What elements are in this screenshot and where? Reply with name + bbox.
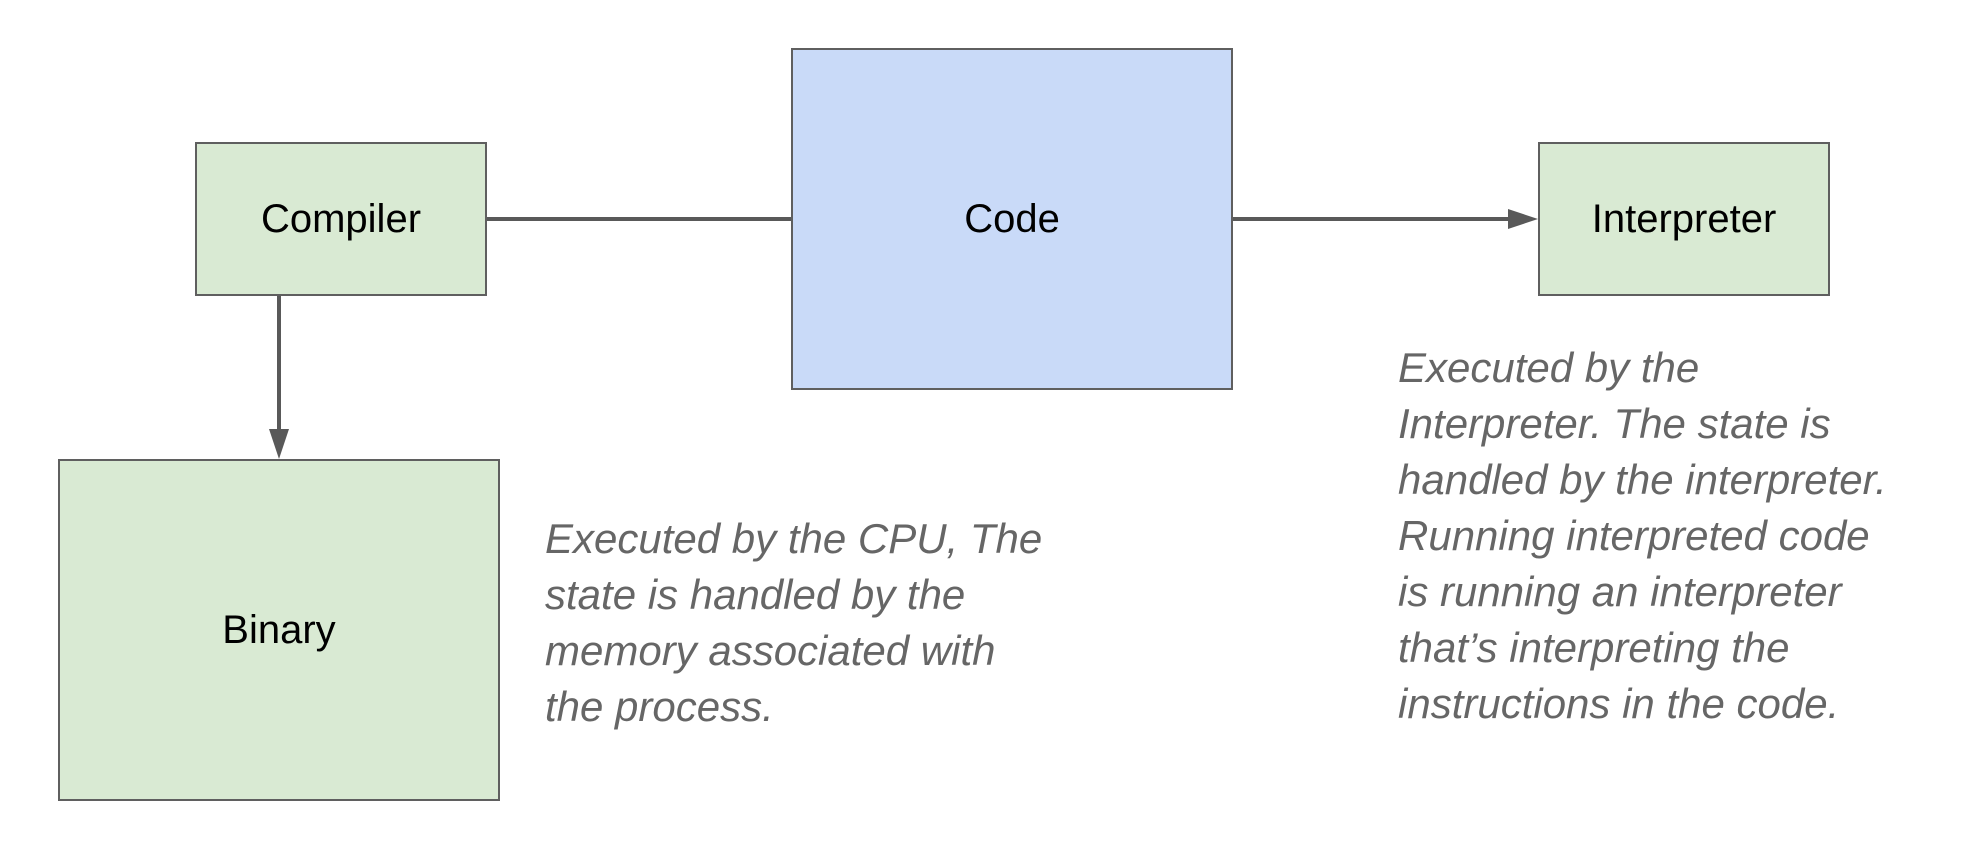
interpreter-label: Interpreter bbox=[1591, 196, 1777, 241]
interpreter-note-line: instructions in the code. bbox=[1398, 680, 1840, 727]
compiler-node: Compiler bbox=[195, 142, 487, 296]
interpreter-note-line: Running interpreted code bbox=[1398, 512, 1870, 559]
arrowhead-binary bbox=[269, 429, 289, 459]
binary-node: Binary bbox=[58, 459, 500, 801]
arrowhead-interpreter bbox=[1508, 209, 1538, 229]
cpu-note-line: Executed by the CPU, The bbox=[545, 515, 1043, 562]
interpreter-note-line: is running an interpreter bbox=[1398, 568, 1842, 615]
code-label: Code bbox=[964, 196, 1060, 241]
interpreter-note-line: Executed by the bbox=[1398, 344, 1700, 391]
cpu-note-line: state is handled by the bbox=[545, 571, 966, 618]
cpu-note-line: the process. bbox=[545, 683, 774, 730]
binary-label: Binary bbox=[222, 607, 336, 652]
interpreter-node: Interpreter bbox=[1538, 142, 1830, 296]
interpreter-note-line: that’s interpreting the bbox=[1398, 624, 1790, 671]
compiler-label: Compiler bbox=[260, 196, 422, 241]
interpreter-note: Executed by the Interpreter. The state i… bbox=[1398, 340, 1887, 732]
code-node: Code bbox=[791, 48, 1233, 390]
cpu-note-line: memory associated with bbox=[545, 627, 996, 674]
cpu-note: Executed by the CPU, The state is handle… bbox=[545, 511, 1042, 735]
interpreter-note-line: Interpreter. The state is bbox=[1398, 400, 1831, 447]
interpreter-note-line: handled by the interpreter. bbox=[1398, 456, 1887, 503]
